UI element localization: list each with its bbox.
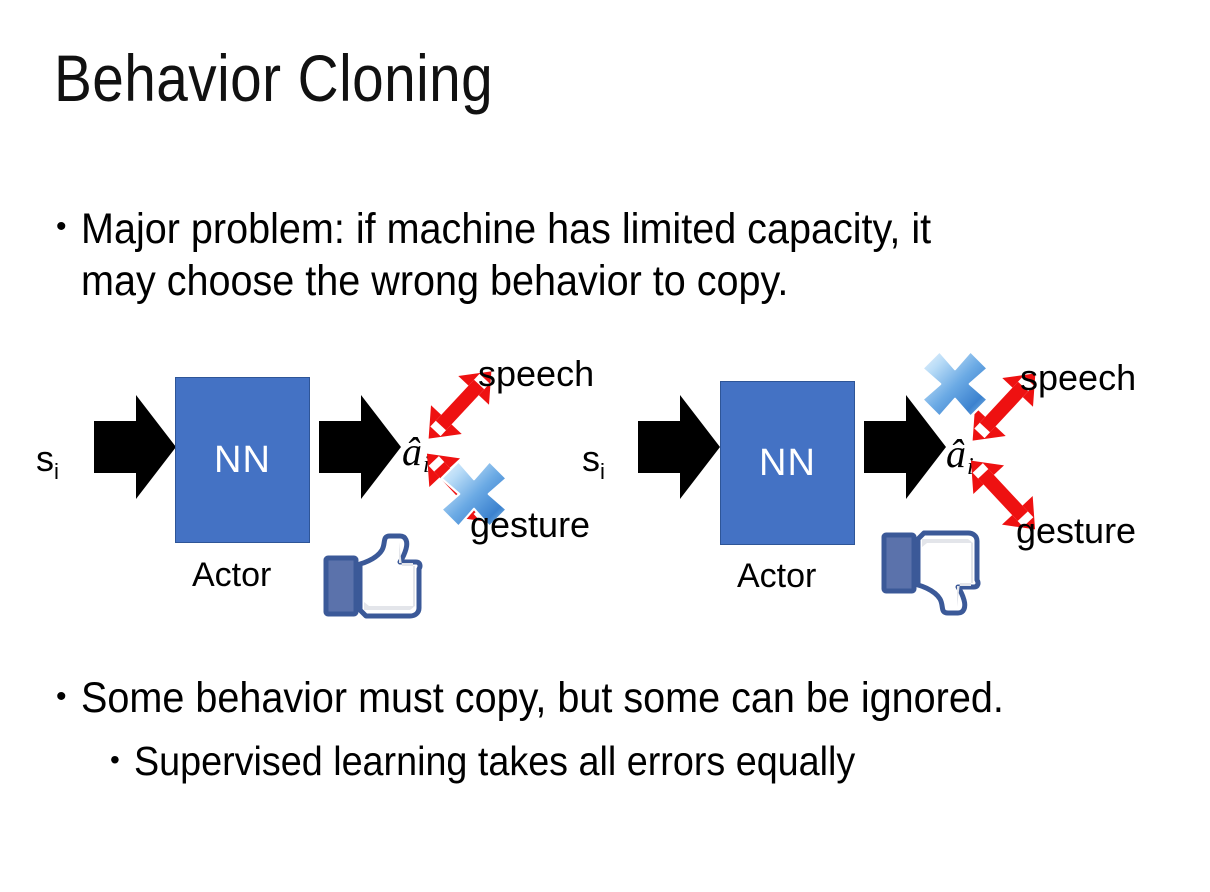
red-double-arrow-gesture-right bbox=[970, 460, 1036, 530]
bullet-marker-icon: • bbox=[56, 680, 67, 713]
bullet-item-some-behavior: • Some behavior must copy, but some can … bbox=[56, 673, 1166, 725]
thumbs-up-icon bbox=[323, 533, 423, 619]
nn-box-label: NN bbox=[759, 441, 816, 484]
black-arrow-right-icon-left-out bbox=[319, 395, 401, 499]
input-state-label-left: si bbox=[36, 438, 59, 485]
actor-caption-right: Actor bbox=[737, 557, 817, 595]
diagram-left-actor: si NN Actor âi bbox=[0, 330, 620, 640]
input-state-symbol: s bbox=[582, 438, 600, 479]
bullet-item-supervised-learning: • Supervised learning takes all errors e… bbox=[110, 737, 1160, 786]
input-state-subscript: i bbox=[600, 459, 605, 485]
actor-caption-left: Actor bbox=[192, 556, 272, 594]
input-state-symbol: s bbox=[36, 438, 54, 479]
bullet-marker-icon: • bbox=[56, 210, 67, 243]
bullet-text: Some behavior must copy, but some can be… bbox=[80, 674, 1004, 722]
input-state-subscript: i bbox=[54, 459, 59, 485]
nn-box-left: NN bbox=[175, 377, 310, 543]
black-arrow-right-icon-right-in bbox=[638, 395, 720, 499]
output-action-subscript: i bbox=[967, 454, 974, 481]
bullet-item-major-problem: • Major problem: if machine has limited … bbox=[56, 203, 1146, 308]
page-title: Behavior Cloning bbox=[54, 41, 494, 115]
bullet-marker-icon: • bbox=[110, 744, 120, 775]
black-arrow-right-icon-left-in bbox=[94, 395, 176, 499]
output-action-label-left: âi bbox=[402, 428, 430, 479]
diagram-right-actor: si NN Actor âi bbox=[582, 330, 1210, 640]
branch-label-speech-right: speech bbox=[1020, 357, 1137, 398]
nn-box-label: NN bbox=[214, 438, 271, 481]
output-action-symbol: â bbox=[402, 429, 422, 474]
branch-label-speech-left: speech bbox=[478, 353, 595, 394]
red-double-arrow-speech-left bbox=[428, 371, 492, 439]
nn-box-right: NN bbox=[720, 381, 855, 545]
red-double-arrow-speech-right bbox=[972, 373, 1036, 441]
thumbs-down-icon bbox=[881, 530, 981, 616]
output-action-symbol: â bbox=[946, 431, 966, 476]
blue-cross-icon-speech-right bbox=[921, 350, 989, 418]
branch-label-gesture-right: gesture bbox=[1016, 510, 1137, 551]
bullet-text: Supervised learning takes all errors equ… bbox=[133, 738, 856, 784]
output-action-subscript: i bbox=[423, 452, 430, 479]
output-action-label-right: âi bbox=[946, 430, 974, 481]
bullet-text: Major problem: if machine has limited ca… bbox=[80, 205, 931, 306]
input-state-label-right: si bbox=[582, 438, 605, 485]
branch-label-gesture-left: gesture bbox=[470, 504, 591, 545]
black-arrow-right-icon-right-out bbox=[864, 395, 946, 499]
blue-cross-icon-gesture-left bbox=[440, 460, 508, 528]
